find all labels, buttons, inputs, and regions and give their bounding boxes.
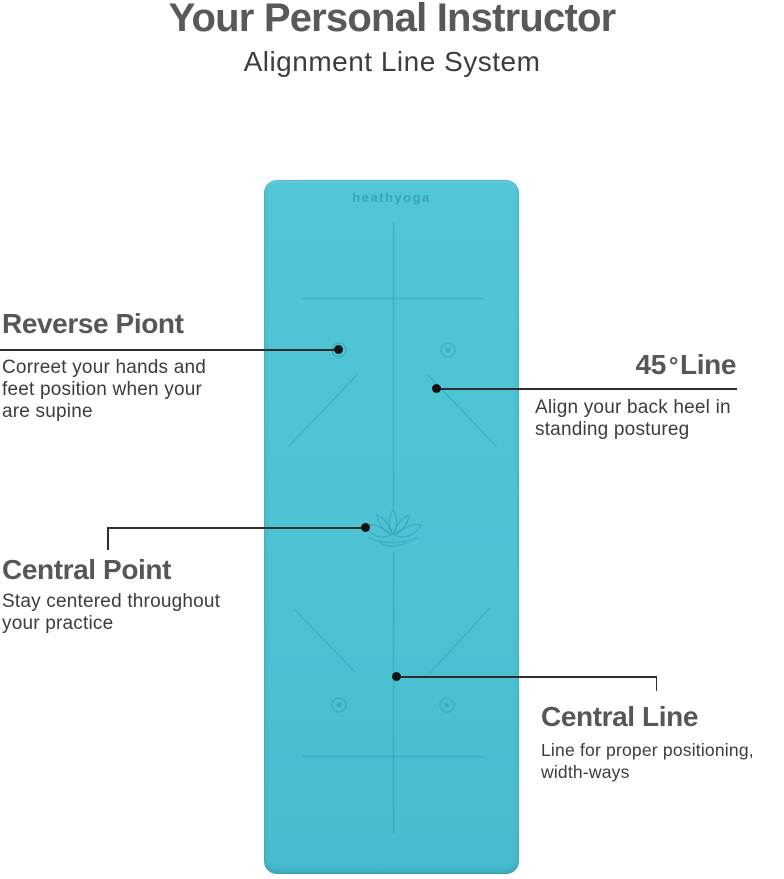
pointer-dot-central-point — [361, 523, 370, 532]
annotation-reverse-point-heading: Reverse Piont — [2, 308, 184, 339]
pointer-dot-central-line — [392, 672, 401, 681]
lower-right-45-line — [429, 607, 491, 674]
annotation-45-line-description: Align your back heel in standing posture… — [535, 397, 731, 440]
lower-left-45-line — [294, 609, 356, 673]
connector-reverse-point — [0, 349, 335, 351]
target-marker-icon — [440, 342, 456, 358]
annotation-reverse-point-description: Correet your hands and feet position whe… — [2, 357, 207, 422]
annotation-45-line-heading: 45°Line — [635, 349, 737, 380]
target-marker-icon — [439, 697, 455, 713]
upper-left-45-line — [288, 374, 358, 447]
page-title: Your Personal Instructor — [168, 0, 617, 40]
target-marker-icon — [331, 697, 347, 713]
annotation-central-line-description: Line for proper positioning, width-ways — [541, 740, 754, 782]
annotation-central-point-description: Stay centered throughout your practice — [2, 591, 221, 634]
connector-central-line-horizontal — [401, 676, 657, 678]
pointer-dot-45-line — [432, 384, 441, 393]
connector-central-line-vertical — [655, 676, 657, 691]
annotation-central-point-heading: Central Point — [2, 554, 172, 585]
page-subtitle: Alignment Line System — [243, 46, 541, 77]
pointer-dot-reverse-point — [334, 345, 343, 354]
connector-central-point-vertical — [107, 527, 109, 550]
alignment-lines-graphic — [288, 222, 497, 834]
connector-central-point-horizontal — [107, 527, 362, 529]
mat-brand-text: heathyoga — [352, 190, 431, 205]
lotus-icon — [363, 508, 423, 547]
connector-45-line — [440, 388, 737, 390]
annotation-central-line-heading: Central Line — [541, 701, 699, 732]
